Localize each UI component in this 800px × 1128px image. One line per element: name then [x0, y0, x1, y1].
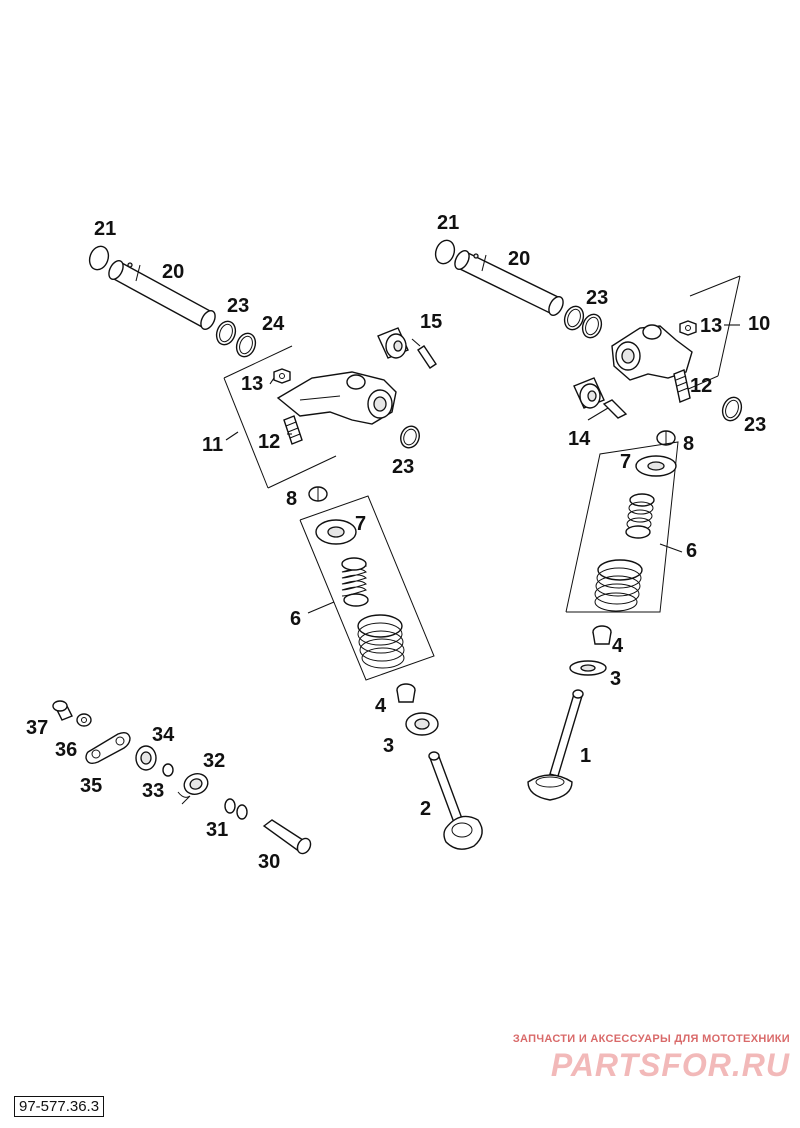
- callout-3-left: 3: [383, 735, 394, 757]
- callout-11: 11: [202, 434, 223, 456]
- part-6-inner-spring-right: [625, 493, 655, 539]
- part-12-adjusting-screw-right: [673, 369, 691, 403]
- callout-2: 2: [420, 798, 431, 820]
- part-8-valve-keepers-right: [656, 430, 676, 446]
- part-14-pin-right: [602, 399, 628, 419]
- callout-35: 35: [80, 775, 102, 797]
- part-23-o-ring-right-lower: [721, 396, 743, 422]
- part-4-valve-seal-right: [592, 625, 612, 645]
- part-23-o-ring-left-upper: [215, 320, 237, 346]
- callout-13-right: 13: [700, 315, 722, 337]
- callout-36: 36: [55, 739, 77, 761]
- part-21-o-ring-right: [434, 239, 456, 265]
- part-15-pin-left: [417, 345, 437, 369]
- callout-32: 32: [203, 750, 225, 772]
- callout-20-left: 20: [162, 261, 184, 283]
- callout-4-right: 4: [612, 635, 624, 657]
- part-13-nut-right: [679, 320, 697, 336]
- callout-33: 33: [142, 780, 164, 802]
- part-3-spring-seat-right: [569, 660, 607, 676]
- part-11-rocker-arm-assembly-frame: [223, 345, 337, 489]
- part-6-spring-assembly-frame-left: [299, 495, 435, 681]
- part-11-rocker-arm-left: [276, 371, 397, 425]
- part-6-outer-spring-right: [594, 559, 643, 612]
- part-36-washer: [76, 713, 92, 727]
- watermark-caption: ЗАПЧАСТИ И АКСЕССУАРЫ ДЛЯ МОТОТЕХНИКИ: [512, 1033, 790, 1045]
- part-12-adjusting-screw-left: [283, 415, 303, 445]
- part-13-nut-left: [273, 368, 291, 384]
- callout-12-right: 12: [690, 375, 712, 397]
- callout-3-right: 3: [610, 668, 621, 690]
- callout-31: 31: [206, 819, 228, 841]
- part-6-inner-spring-left: [341, 557, 369, 607]
- part-1-valve-right: [527, 689, 584, 801]
- part-8-valve-keepers-left: [308, 486, 328, 502]
- part-34-bearing: [135, 745, 157, 771]
- part-32-sleeve: [177, 773, 209, 805]
- callout-1: 1: [580, 745, 591, 767]
- callout-20-right: 20: [508, 248, 530, 270]
- part-23-o-ring-right-upper-a: [563, 305, 585, 331]
- callout-15: 15: [420, 311, 442, 333]
- part-24-washer: [235, 332, 257, 358]
- diagram-reference-code: 97-577.36.3: [14, 1096, 105, 1117]
- part-2-valve-left: [428, 751, 483, 850]
- leader-lines: [225, 324, 740, 614]
- part-30-pin: [262, 819, 312, 855]
- callout-23-right-upper: 23: [586, 287, 608, 309]
- part-31-o-rings: [224, 798, 248, 820]
- callout-30: 30: [258, 851, 280, 873]
- callout-24: 24: [262, 313, 285, 335]
- part-3-spring-seat-left: [405, 712, 439, 736]
- part-6-spring-assembly-frame-right: [565, 441, 679, 613]
- callout-34: 34: [152, 724, 175, 746]
- callout-10: 10: [748, 313, 770, 335]
- part-7-spring-retainer-right: [635, 455, 677, 477]
- callout-14: 14: [568, 428, 591, 450]
- part-7-spring-retainer-left: [315, 519, 357, 545]
- callout-8-left: 8: [286, 488, 297, 510]
- callout-37: 37: [26, 717, 48, 739]
- part-33-circlip: [162, 763, 174, 777]
- part-14-roller-right: [573, 377, 605, 409]
- callout-23-right-lower: 23: [744, 414, 766, 436]
- part-20-rocker-shaft-left: [108, 260, 216, 330]
- part-6-outer-spring-left: [357, 614, 405, 669]
- callout-6-left: 6: [290, 608, 301, 630]
- part-37-bolt: [52, 700, 73, 721]
- callout-8-right: 8: [683, 433, 694, 455]
- part-10-rocker-arm-right: [611, 324, 693, 381]
- part-15-roller-left: [377, 327, 409, 359]
- callout-labels: 1 2 3 3 4 4 6 6 7 7 8 8 10 11 12 12 13 1…: [26, 212, 770, 873]
- part-20-rocker-shaft-right: [454, 250, 564, 316]
- part-10-rocker-arm-assembly-frame: [685, 275, 741, 391]
- part-23-o-ring-right-upper-b: [581, 313, 603, 339]
- part-35-bracket: [85, 731, 131, 765]
- callout-12-left: 12: [258, 431, 280, 453]
- part-23-o-ring-left-lower: [400, 425, 420, 449]
- callout-7-left: 7: [355, 513, 366, 535]
- callout-4-left: 4: [375, 695, 387, 717]
- callout-13-left: 13: [241, 373, 263, 395]
- callout-21-right: 21: [437, 212, 459, 234]
- callout-6-right: 6: [686, 540, 697, 562]
- part-21-o-ring-left: [88, 245, 110, 271]
- callout-7-right: 7: [620, 451, 631, 473]
- part-4-valve-seal-left: [396, 683, 416, 703]
- watermark-logo: PARTSFOR.RU: [550, 1047, 790, 1083]
- callout-23-left-upper: 23: [227, 295, 249, 317]
- callout-21-left: 21: [94, 218, 116, 240]
- callout-23-left-lower: 23: [392, 456, 414, 478]
